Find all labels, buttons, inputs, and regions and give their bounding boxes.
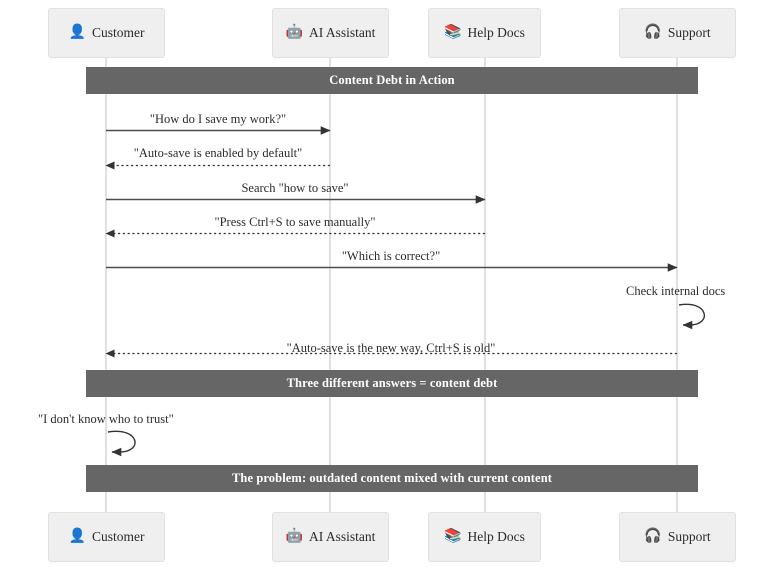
participant-ai-assistant-bottom[interactable]: 🤖 AI Assistant	[272, 512, 389, 562]
participant-support-top[interactable]: 🎧 Support	[619, 8, 736, 58]
message-label-msg-8: "I don't know who to trust"	[38, 412, 174, 426]
robot-icon: 🤖	[285, 25, 304, 40]
participant-label: Support	[667, 529, 711, 545]
lifelines	[105, 58, 678, 512]
participant-label: Customer	[91, 25, 145, 41]
participant-help-docs-top[interactable]: 📚 Help Docs	[428, 8, 541, 58]
headphones-icon: 🎧	[644, 529, 662, 544]
participant-label: AI Assistant	[309, 529, 376, 545]
note-bar-top: Content Debt in Action	[86, 67, 698, 94]
message-arrows	[105, 126, 706, 457]
note-bar-middle: Three different answers = content debt	[86, 370, 698, 397]
message-label-msg-7: "Auto-save is the new way, Ctrl+S is old…	[286, 341, 496, 355]
message-label-msg-5: "Which is correct?"	[341, 249, 441, 263]
message-label-msg-2: "Auto-save is enabled by default"	[133, 146, 303, 160]
participant-label: Customer	[91, 529, 145, 545]
person-icon: 👤	[68, 529, 86, 544]
arrow-msg-6-self-loop	[678, 303, 706, 330]
participant-label: AI Assistant	[309, 25, 376, 41]
participant-help-docs-bottom[interactable]: 📚 Help Docs	[428, 512, 541, 562]
message-label-msg-4: "Press Ctrl+S to save manually"	[214, 215, 376, 229]
participant-label: Help Docs	[467, 529, 525, 545]
message-label-msg-6: Check internal docs	[626, 284, 726, 298]
message-label-msg-3: Search "how to save"	[241, 181, 349, 195]
books-icon: 📚	[444, 529, 462, 544]
arrow-msg-8-self-loop	[107, 430, 136, 457]
note-text: The problem: outdated content mixed with…	[231, 471, 553, 485]
participant-support-bottom[interactable]: 🎧 Support	[619, 512, 736, 562]
participant-label: Help Docs	[467, 25, 525, 41]
note-text: Three different answers = content debt	[286, 376, 498, 390]
participant-customer-top[interactable]: 👤 Customer	[48, 8, 165, 58]
participant-ai-assistant-top[interactable]: 🤖 AI Assistant	[272, 8, 389, 58]
participant-customer-bottom[interactable]: 👤 Customer	[48, 512, 165, 562]
person-icon: 👤	[68, 25, 86, 40]
note-text: Content Debt in Action	[329, 73, 455, 87]
robot-icon: 🤖	[285, 529, 304, 544]
message-label-msg-1: "How do I save my work?"	[149, 112, 287, 126]
participant-label: Support	[667, 25, 711, 41]
note-bar-bottom: The problem: outdated content mixed with…	[86, 465, 698, 492]
headphones-icon: 🎧	[644, 25, 662, 40]
books-icon: 📚	[444, 25, 462, 40]
